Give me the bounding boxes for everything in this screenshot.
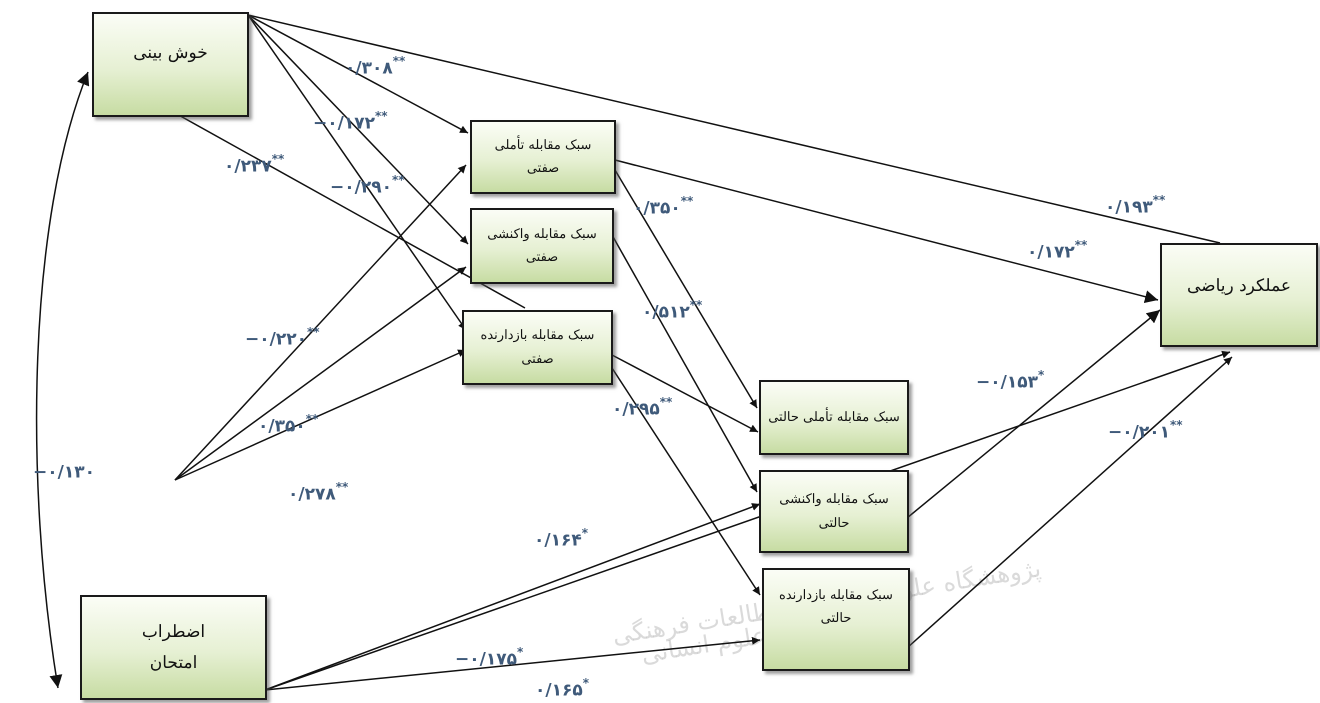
arrow-state-suppressive-math [906,356,1233,649]
arrow-trait-reactive-state-reactive [611,234,758,493]
coef-optimism-state-reflective: ۰/۲۳۷** [224,152,285,177]
node-state-reflective-label: سبک مقابله تأملی حالتی [768,409,900,425]
node-trait-reflective: سبک مقابله تأملی صفتی [470,120,616,194]
node-state-reactive-line2: حالتی [818,515,850,531]
arrow-optimism-trait-reactive [247,14,469,245]
node-exam-anxiety-line2: امتحان [149,652,198,673]
node-state-reactive-line1: سبک مقابله واکنشی [779,492,889,508]
arrow-anxiety-state-suppressive [264,636,761,691]
node-trait-reactive-line2: صفتی [525,250,559,265]
coef-optimism-trait-reactive: −۰/۱۷۲** [313,109,388,134]
coef-trait-suppressive-state-suppressive: ۰/۲۹۵** [612,395,673,420]
coef-anxiety-math: −۰/۱۷۵* [455,645,524,670]
node-math-performance: عملکرد ریاضی [1160,243,1318,347]
arrow-optimism-trait-reflective [247,14,469,134]
node-exam-anxiety-line1: اضطراب [141,621,206,642]
node-math-performance-label: عملکرد ریاضی [1186,276,1292,296]
node-trait-reactive-line1: سبک مقابله واکنشی [487,226,597,242]
node-trait-suppressive-line2: صفتی [521,351,554,367]
coef-anxiety-state-suppressive: ۰/۱۶۵* [535,676,589,701]
arrow-optimism-anxiety [35,71,90,689]
coef-trait-reflective-state-reflective: ۰/۳۵۰** [633,194,694,219]
arrow-anxiety-trait-reactive [174,266,467,481]
coef-anxiety-trait-reflective: −۰/۲۲۰** [245,325,320,350]
node-state-suppressive-line2: حالتی [820,611,852,627]
arrow-anxiety-trait-reflective [174,164,467,481]
node-trait-reactive: سبک مقابله واکنشی صفتی [470,208,614,284]
coef-anxiety-trait-reactive: ۰/۳۵۰** [258,412,319,437]
arrow-trait-reflective-state-reflective [614,169,758,409]
coef-optimism-anxiety-correlation: −۰/۱۳۰ [33,462,95,483]
node-state-suppressive: سبک مقابله بازدارنده حالتی [762,568,910,671]
node-optimism: خوش بینی [92,12,249,117]
arrow-anxiety-state-reactive [264,503,761,691]
coef-state-suppressive-math: −۰/۲۰۱** [1108,418,1183,443]
node-state-reflective: سبک مقابله تأملی حالتی [759,380,909,455]
node-trait-reflective-line1: سبک مقابله تأملی [494,137,592,153]
arrow-optimism-state-reflective [174,112,526,309]
arrow-anxiety-trait-suppressive [174,349,467,481]
node-trait-reflective-line2: صفتی [526,161,560,176]
node-exam-anxiety: اضطراب امتحان [80,595,267,700]
arrow-trait-reflective-math [614,159,1159,304]
coef-anxiety-trait-suppressive: ۰/۲۷۸** [288,480,349,505]
arrow-trait-suppressive-state-reflective [611,354,759,433]
coef-optimism-math: ۰/۱۹۳** [1105,193,1166,218]
node-state-suppressive-line1: سبک مقابله بازدارنده [779,588,893,603]
node-trait-suppressive: سبک مقابله بازدارنده صفتی [462,310,613,385]
coef-trait-reflective-math: ۰/۱۷۲** [1027,238,1088,263]
coef-trait-reactive-state-reactive: ۰/۵۱۲** [642,298,703,323]
coef-optimism-trait-suppressive: −۰/۲۹۰** [330,173,405,198]
coef-optimism-trait-reflective: ۰/۳۰۸** [345,54,406,79]
arrow-state-reactive-math [906,309,1161,519]
arrow-optimism-math [247,14,1221,244]
coef-state-reactive-math: −۰/۱۵۳* [976,368,1045,393]
node-trait-suppressive-line1: سبک مقابله بازدارنده [480,328,595,344]
arrow-anxiety-math [264,350,1231,691]
arrow-trait-suppressive-state-suppressive [611,367,761,596]
node-state-reactive: سبک مقابله واکنشی حالتی [759,470,909,553]
coef-anxiety-state-reactive: ۰/۱۶۴* [534,526,588,551]
node-optimism-label: خوش بینی [133,43,208,63]
arrow-optimism-trait-suppressive [247,14,467,331]
